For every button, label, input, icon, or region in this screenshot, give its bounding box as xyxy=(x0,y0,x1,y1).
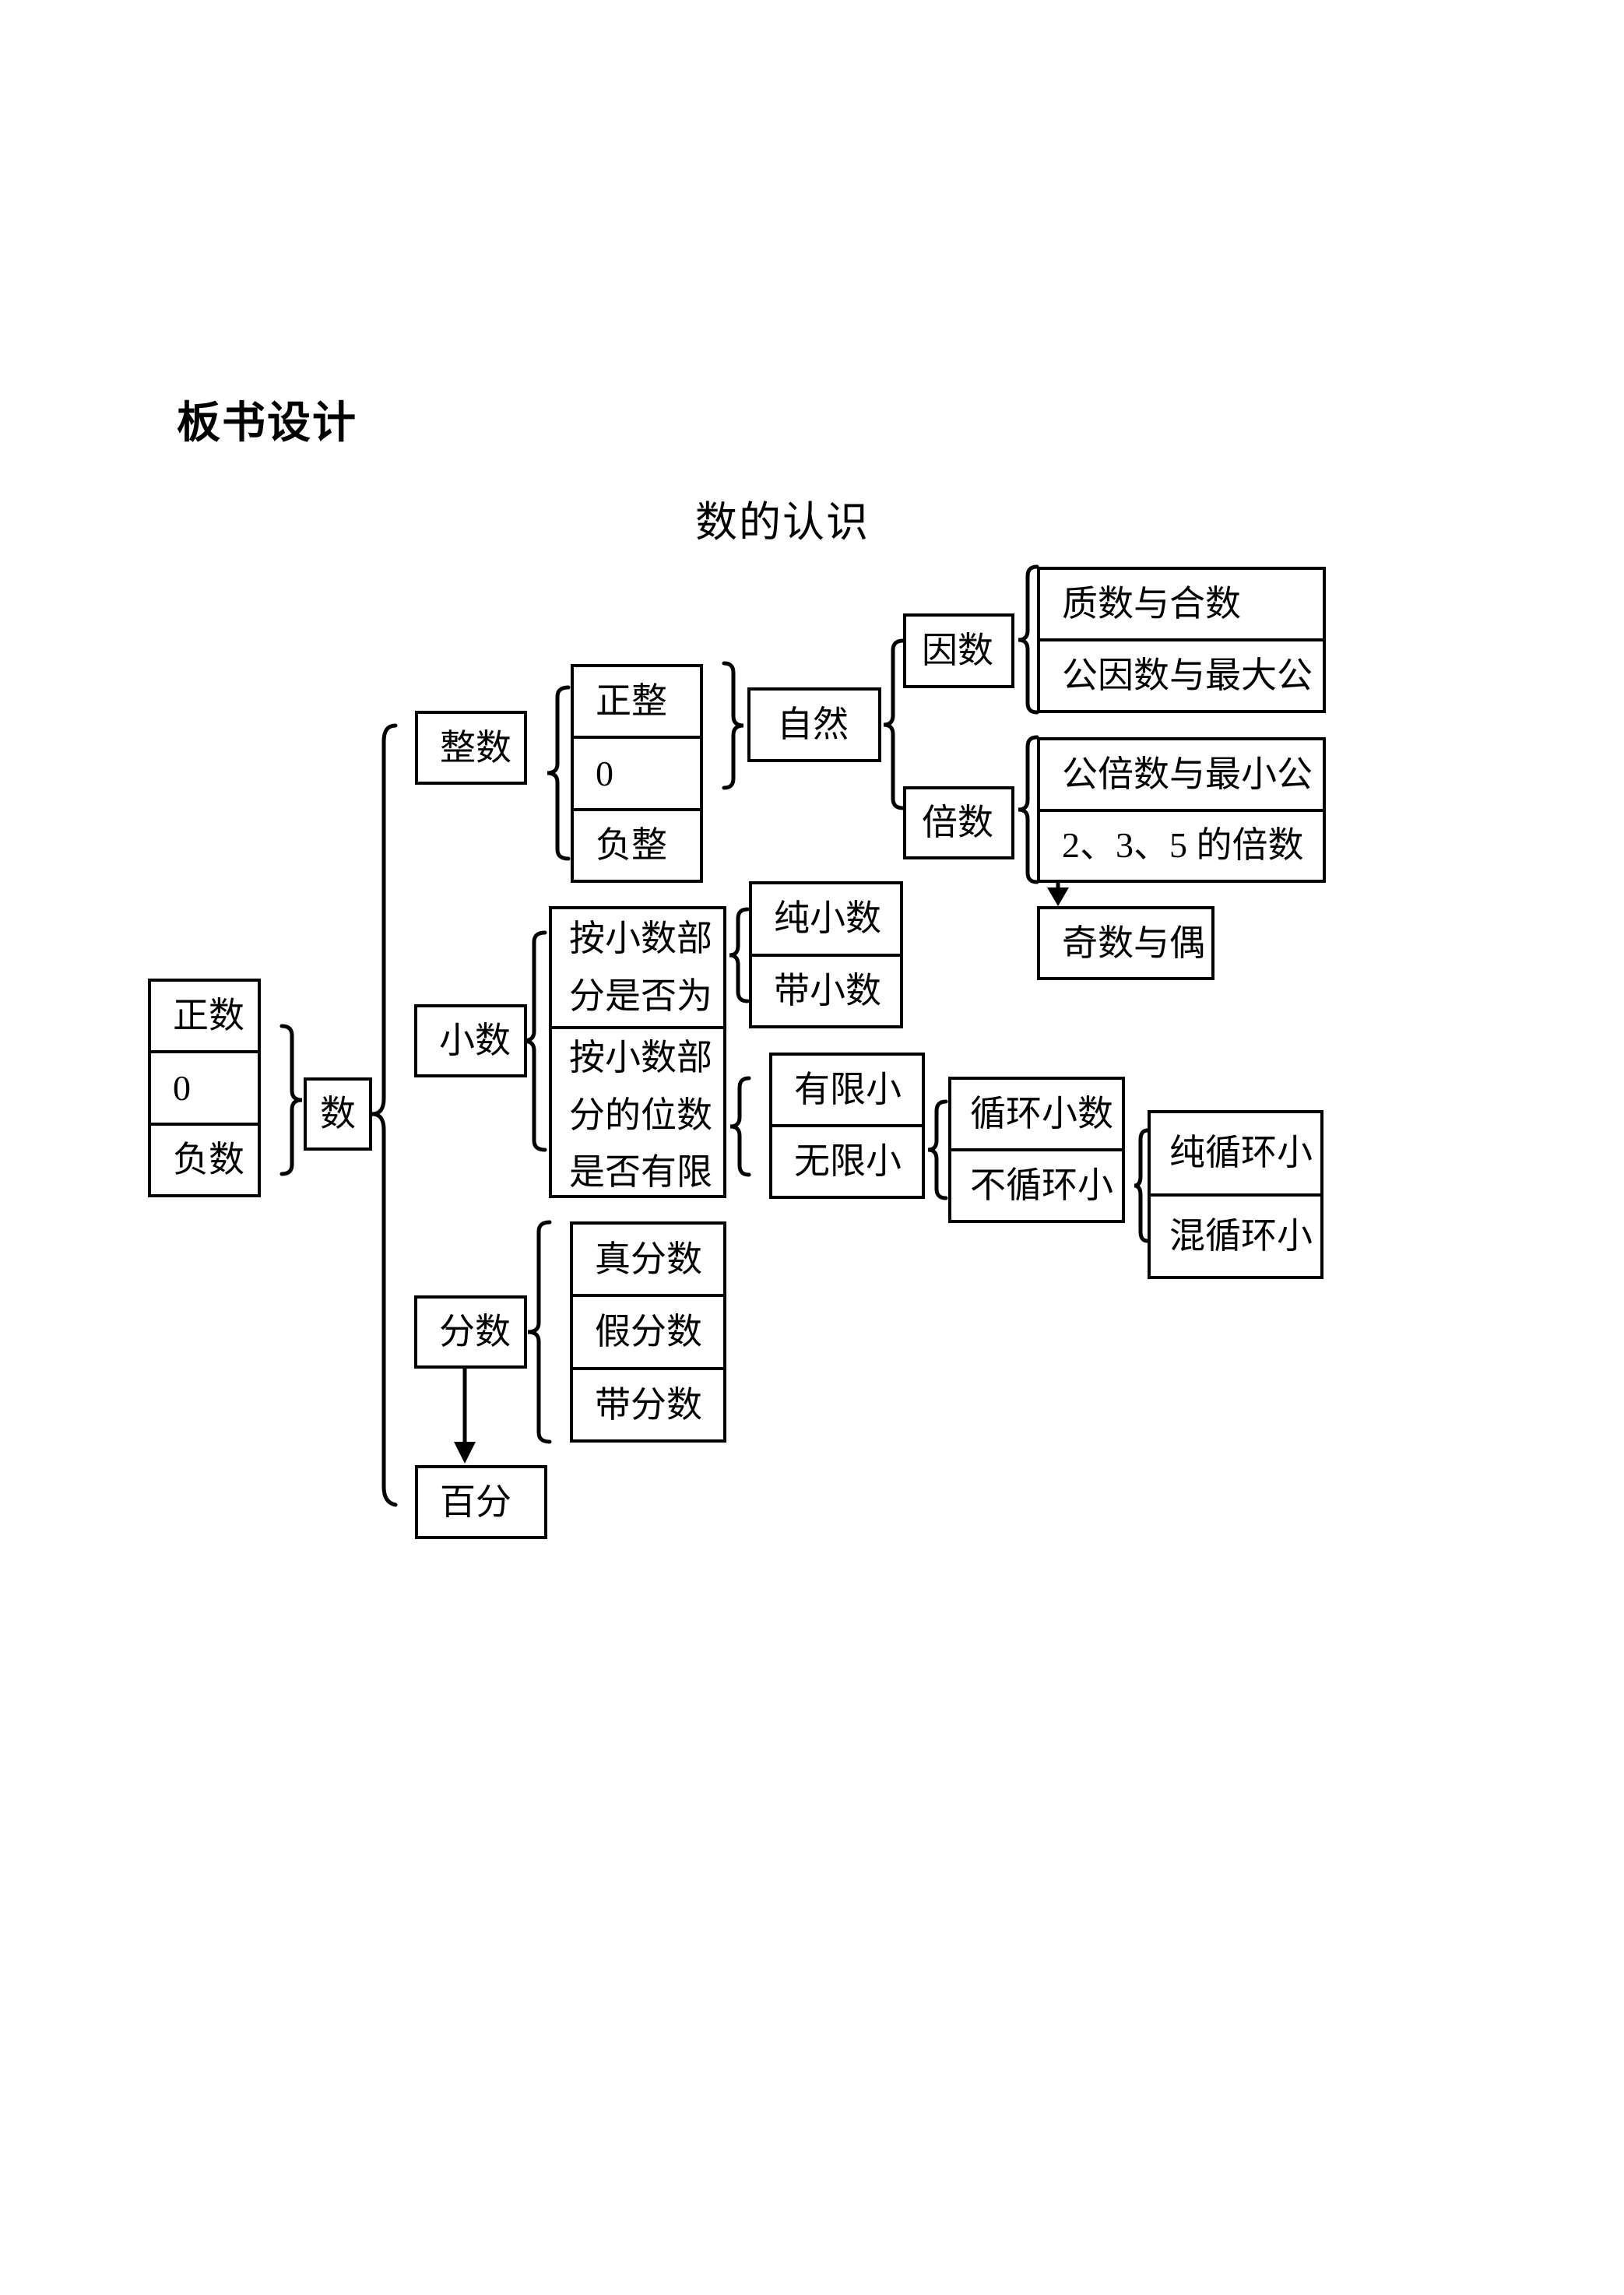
brace-natural-to-factor-multiple xyxy=(883,638,905,810)
group-integer-subtypes: 正整 0 负整 xyxy=(571,664,703,883)
node-by-digit-count: 按小数部 分的位数 是否有限 xyxy=(569,1038,712,1193)
brace-fraction-to-subtypes xyxy=(527,1220,552,1444)
node-zero-mid: 0 xyxy=(574,739,700,811)
node-number: 数 xyxy=(304,1077,372,1151)
brace-posnegzero-to-number xyxy=(279,1024,303,1176)
group-repeating: 循环小数 不循环小 xyxy=(948,1077,1125,1223)
node-integer: 整数 xyxy=(415,711,527,785)
brace-multiple-to-stack xyxy=(1018,735,1039,884)
node-multiple: 倍数 xyxy=(903,786,1014,859)
group-positive-zero-negative: 正数 0 负数 xyxy=(148,979,261,1197)
node-negative-integer: 负整 xyxy=(596,825,667,866)
node-multiples-of-235: 2、3、5 的倍数 xyxy=(1062,825,1304,866)
node-common-factor: 公因数与最大公 xyxy=(1062,655,1313,696)
node-improper-fraction: 假分数 xyxy=(573,1297,723,1370)
node-pure-repeating: 纯循环小 xyxy=(1151,1113,1320,1197)
node-negative: 负数 xyxy=(173,1140,244,1180)
node-positive-integer: 正整 xyxy=(574,667,700,740)
group-finite-infinite: 有限小 无限小 xyxy=(769,1053,925,1199)
group-repeating-subtypes: 纯循环小 混循环小 xyxy=(1148,1110,1323,1279)
node-proper-fraction: 真分数 xyxy=(573,1225,723,1298)
group-multiple-topics: 公倍数与最小公 2、3、5 的倍数 xyxy=(1037,737,1326,883)
node-finite-decimal: 有限小 xyxy=(772,1056,922,1127)
node-mixed-fraction: 带分数 xyxy=(595,1384,702,1425)
group-decimal-criteria: 按小数部 分是否为 按小数部 分的位数 是否有限 xyxy=(549,906,726,1198)
node-fraction: 分数 xyxy=(414,1295,527,1369)
node-common-multiple: 公倍数与最小公 xyxy=(1040,740,1323,812)
group-fraction-subtypes: 真分数 假分数 带分数 xyxy=(570,1221,726,1443)
group-factor-topics: 质数与合数 公因数与最大公 xyxy=(1037,567,1326,713)
node-with-decimal: 带小数 xyxy=(774,970,881,1010)
node-mixed-repeating: 混循环小 xyxy=(1169,1215,1313,1256)
arrow-235-to-oddeven-head xyxy=(1047,887,1069,906)
brace-factor-to-stack xyxy=(1018,564,1039,715)
node-prime-composite: 质数与合数 xyxy=(1040,570,1323,641)
node-non-repeating-decimal: 不循环小 xyxy=(970,1165,1113,1206)
brace-integer-to-subtypes xyxy=(547,685,571,861)
node-pure-decimal: 纯小数 xyxy=(752,884,900,957)
node-zero-left: 0 xyxy=(151,1053,258,1126)
group-pure-with-decimal: 纯小数 带小数 xyxy=(749,881,903,1028)
diagram-title: 数的认识 xyxy=(695,499,870,546)
brace-digits-to-finite-infinite xyxy=(729,1076,751,1177)
brace-number-to-categories xyxy=(371,723,398,1507)
node-decimal: 小数 xyxy=(414,1004,527,1077)
arrow-fraction-to-percent-head xyxy=(454,1442,476,1464)
node-natural: 自然 xyxy=(747,687,881,762)
node-by-decimal-part: 按小数部 分是否为 xyxy=(552,909,723,1029)
node-infinite-decimal: 无限小 xyxy=(794,1141,902,1182)
node-odd-even: 奇数与偶 xyxy=(1037,906,1214,980)
node-repeating-decimal: 循环小数 xyxy=(951,1080,1122,1151)
node-positive: 正数 xyxy=(151,982,258,1054)
node-factor: 因数 xyxy=(903,613,1014,688)
brace-nonrepeating-to-purerepeating xyxy=(1134,1128,1150,1243)
brace-posint-zero-to-natural xyxy=(722,661,744,790)
brace-infinite-to-repeating xyxy=(927,1099,948,1200)
brace-part-to-pure-with xyxy=(729,907,750,1003)
section-title: 板书设计 xyxy=(177,399,357,448)
node-percent: 百分 xyxy=(415,1465,547,1539)
